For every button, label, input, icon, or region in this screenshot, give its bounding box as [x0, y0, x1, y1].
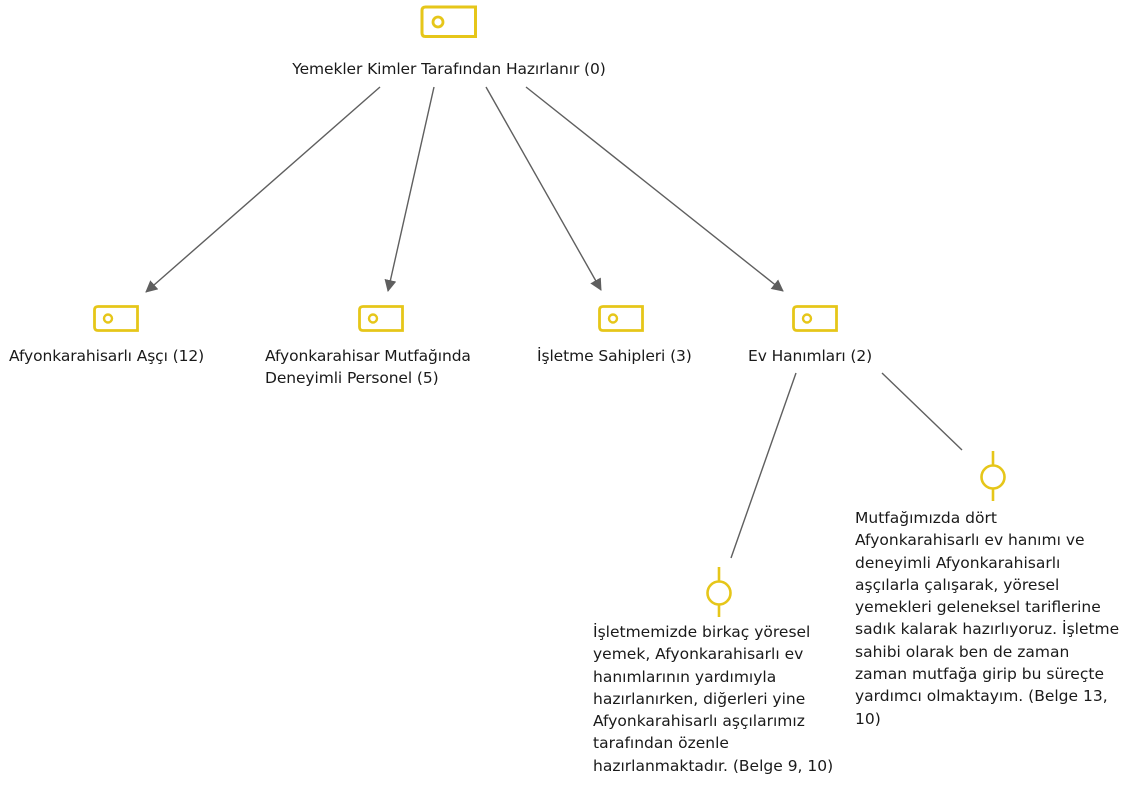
quotation-text-1: İşletmemizde birkaç yöresel yemek, Afyon…: [593, 623, 834, 775]
edge-ev-hanimlari-to-quote-1: [730, 372, 797, 559]
quotation-pin-icon: [980, 451, 1006, 501]
root-code-label: Yemekler Kimler Tarafından Hazırlanır (0…: [292, 60, 606, 78]
quotation-pin-icon: [706, 567, 732, 617]
code-tag-icon: [598, 305, 644, 332]
code-tag-icon: [358, 305, 404, 332]
code-label-afyonkarahisarli-asci: Afyonkarahisarlı Aşçı (12): [9, 347, 205, 365]
edge-root-to-asci: [145, 86, 381, 293]
edge-root-to-personel: [384, 86, 435, 292]
code-tag-icon: [792, 305, 838, 332]
code-label-ev-hanimlari: Ev Hanımları (2): [748, 347, 873, 365]
edge-root-to-ev-hanimlari: [525, 86, 784, 292]
code-label-isletme-sahipleri: İşletme Sahipleri (3): [537, 347, 692, 365]
code-tag-icon: [93, 305, 139, 332]
code-tag-icon: [420, 5, 477, 38]
code-label-deneyimli-personel: Afyonkarahisar Mutfağında Deneyimli Pers…: [265, 347, 471, 387]
edge-ev-hanimlari-to-quote-2: [881, 372, 963, 451]
quotation-text-2: Mutfağımızda dört Afyonkarahisarlı ev ha…: [855, 509, 1120, 728]
edge-root-to-isletme-sahipleri: [485, 86, 602, 291]
